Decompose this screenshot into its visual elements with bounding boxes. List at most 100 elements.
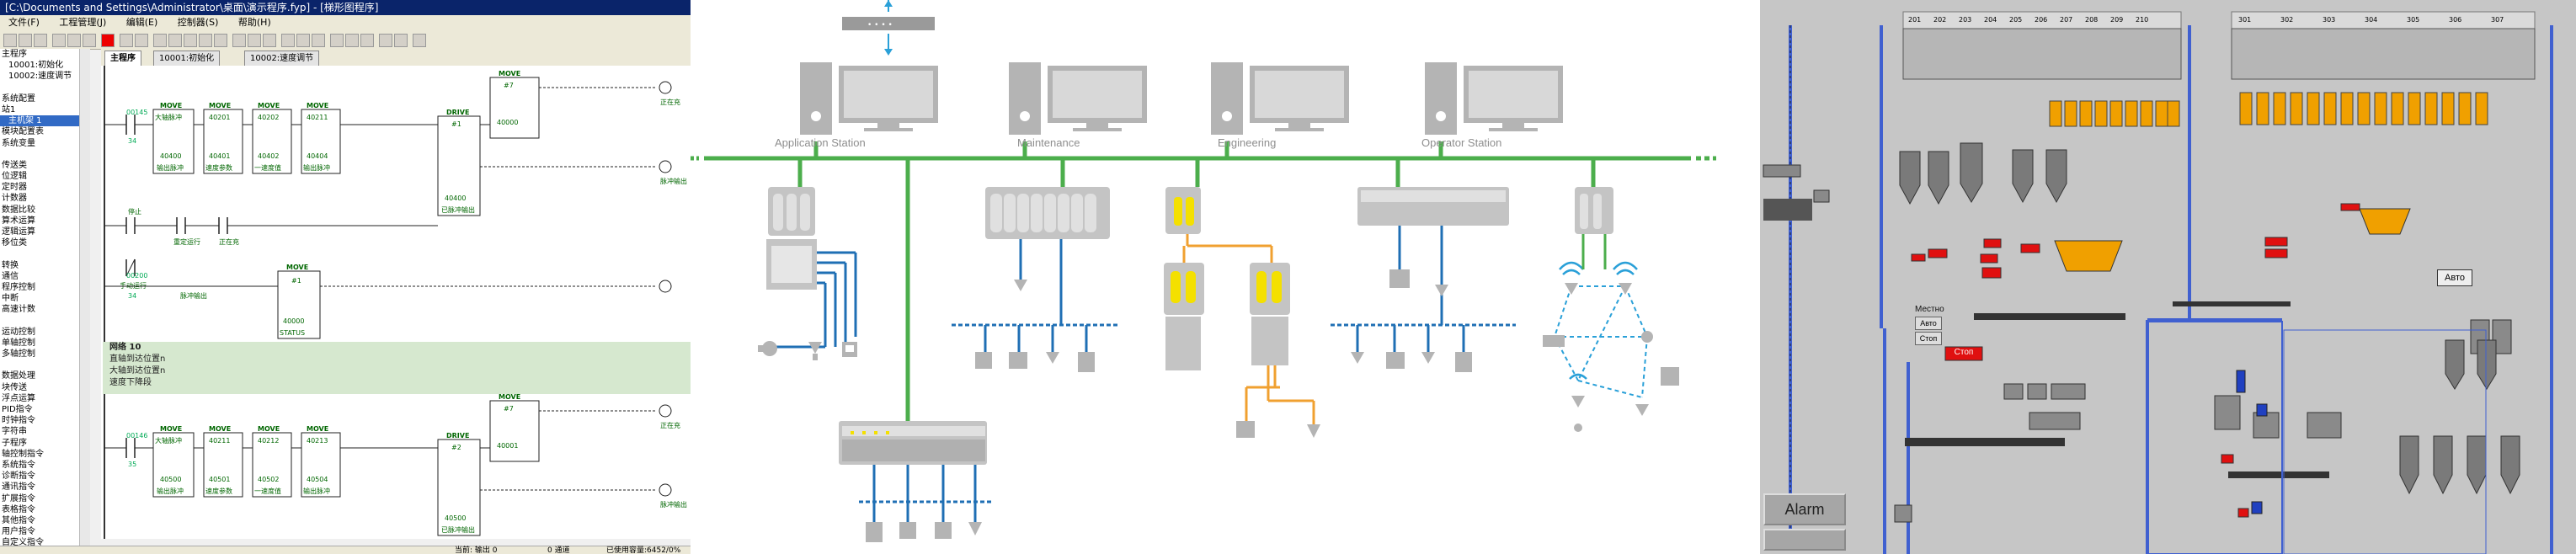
- vline-icon[interactable]: [214, 34, 227, 47]
- tree-item[interactable]: 系统变量: [2, 138, 35, 148]
- tree-item[interactable]: 系统配置: [2, 93, 35, 104]
- zoom-out-icon[interactable]: [394, 34, 408, 47]
- copy-icon[interactable]: [67, 34, 81, 47]
- compile-icon[interactable]: [281, 34, 295, 47]
- svg-text:00200: 00200: [126, 272, 147, 280]
- tree-item[interactable]: 系统指令: [2, 460, 35, 470]
- func-block-icon[interactable]: [232, 34, 246, 47]
- cloud-server-icon: [842, 17, 935, 30]
- tree-item[interactable]: 自定义指令: [2, 538, 44, 548]
- tree-item[interactable]: 浮点运算: [2, 393, 35, 403]
- open-icon[interactable]: [19, 34, 32, 47]
- tree-item[interactable]: [0, 316, 89, 327]
- tree-item[interactable]: 转换: [2, 260, 19, 270]
- tree-item[interactable]: 高速计数: [2, 305, 35, 315]
- redo-icon[interactable]: [135, 34, 148, 47]
- contact-nc-icon[interactable]: [168, 34, 182, 47]
- hline-icon[interactable]: [199, 34, 212, 47]
- tree-item[interactable]: 传送类: [2, 160, 27, 170]
- tree-item[interactable]: 轴控制指令: [2, 449, 44, 459]
- zoom-in-icon[interactable]: [379, 34, 392, 47]
- auto-button[interactable]: Авто: [1915, 317, 1942, 330]
- tree-item[interactable]: 10002:速度调节: [8, 72, 72, 82]
- run-icon[interactable]: [345, 34, 359, 47]
- rung-delete-icon[interactable]: [263, 34, 276, 47]
- tree-item[interactable]: 移位类: [2, 238, 27, 248]
- tree-item[interactable]: 通讯指令: [2, 482, 35, 493]
- new-icon[interactable]: [3, 34, 17, 47]
- tree-item[interactable]: [0, 83, 89, 93]
- tree-item[interactable]: 中断: [2, 294, 19, 304]
- io-link: [1182, 234, 1315, 428]
- tree-item[interactable]: 扩展指令: [2, 493, 35, 503]
- contact-no-icon[interactable]: [153, 34, 167, 47]
- controller-4: [1165, 187, 1201, 234]
- svg-text:#2: #2: [451, 444, 461, 451]
- tree-item[interactable]: 逻辑运算: [2, 227, 35, 237]
- monitor-icon[interactable]: [330, 34, 344, 47]
- tree-item[interactable]: 用户指令: [2, 527, 35, 537]
- upload-icon[interactable]: [312, 34, 325, 47]
- tree-item[interactable]: 诊断指令: [2, 471, 35, 482]
- tree-item[interactable]: 通信: [2, 271, 19, 281]
- tree-item[interactable]: 时钟指令: [2, 416, 35, 426]
- tree-item[interactable]: [0, 248, 89, 259]
- download-icon[interactable]: [296, 34, 310, 47]
- menu-edit[interactable]: 编辑(E): [125, 17, 158, 28]
- alarm-button[interactable]: Alarm: [1763, 493, 1846, 525]
- alarm-secondary-button[interactable]: [1763, 529, 1846, 551]
- tree-item[interactable]: 位逻辑: [2, 172, 27, 182]
- stop-button[interactable]: Стоп: [1915, 332, 1942, 345]
- tree-item[interactable]: 10001:初始化: [8, 61, 64, 71]
- svg-text:正在充: 正在充: [660, 421, 680, 429]
- tree-item[interactable]: 定时器: [2, 183, 27, 193]
- auto-mode-button[interactable]: Авто: [2437, 269, 2472, 286]
- tree-item[interactable]: 模块配置表: [2, 127, 44, 137]
- undo-icon[interactable]: [120, 34, 133, 47]
- paste-icon[interactable]: [83, 34, 96, 47]
- save-icon[interactable]: [34, 34, 47, 47]
- tab-main[interactable]: 主程序: [104, 51, 141, 66]
- cut-icon[interactable]: [52, 34, 66, 47]
- delete-icon[interactable]: [101, 34, 115, 47]
- tree-item[interactable]: 运动控制: [2, 327, 35, 337]
- tree-scrollbar[interactable]: [79, 49, 90, 546]
- tree-item[interactable]: 表格指令: [2, 504, 35, 514]
- label-application-station: Application Station: [775, 136, 866, 149]
- coil-icon[interactable]: [184, 34, 197, 47]
- tree-item[interactable]: 站1: [2, 104, 16, 115]
- tab-speed[interactable]: 10002:速度调节: [244, 51, 320, 66]
- tree-item[interactable]: 多轴控制: [2, 349, 35, 360]
- tree-item[interactable]: 程序控制: [2, 282, 35, 292]
- tab-init[interactable]: 10001:初始化: [153, 51, 221, 66]
- tree-item[interactable]: [0, 360, 89, 370]
- rung-3: 00200 34 脉冲输出 MOVE #1 40000 STATUS: [104, 264, 672, 339]
- svg-text:210: 210: [2136, 16, 2148, 24]
- tree-item[interactable]: PID指令: [2, 405, 33, 414]
- tree-item[interactable]: 字符串: [2, 427, 27, 437]
- tree-item[interactable]: 主程序: [2, 50, 27, 59]
- menu-controller[interactable]: 控制器(S): [177, 17, 219, 28]
- svg-text:40001: 40001: [497, 442, 518, 450]
- tree-item[interactable]: 算术运算: [2, 216, 35, 226]
- tree-item[interactable]: 子程序: [2, 438, 27, 448]
- tree-item[interactable]: 数据比较: [2, 205, 35, 215]
- menu-file[interactable]: 文件(F): [8, 17, 40, 28]
- tree-item[interactable]: 计数器: [2, 194, 27, 204]
- tree-item[interactable]: 主机架 1: [0, 115, 89, 127]
- print-icon[interactable]: [413, 34, 426, 47]
- tree-item[interactable]: 数据处理: [2, 371, 35, 381]
- svg-text:40201: 40201: [209, 114, 230, 121]
- menu-project[interactable]: 工程管理(J): [59, 17, 107, 28]
- tree-item[interactable]: 其他指令: [2, 515, 35, 525]
- stop-icon[interactable]: [360, 34, 374, 47]
- tree-item[interactable]: [0, 149, 89, 160]
- tree-item[interactable]: 块传送: [2, 382, 27, 392]
- menu-bar: 文件(F) 工程管理(J) 编辑(E) 控制器(S) 帮助(H): [0, 15, 691, 31]
- svg-text:40211: 40211: [307, 114, 328, 121]
- ladder-canvas[interactable]: 00145 34 MOVE 大轴脉冲 40400 输出脉冲 MOVE 40201…: [101, 66, 691, 539]
- tree-item[interactable]: 单轴控制: [2, 338, 35, 348]
- menu-help[interactable]: 帮助(H): [237, 17, 271, 28]
- rung-insert-icon[interactable]: [248, 34, 261, 47]
